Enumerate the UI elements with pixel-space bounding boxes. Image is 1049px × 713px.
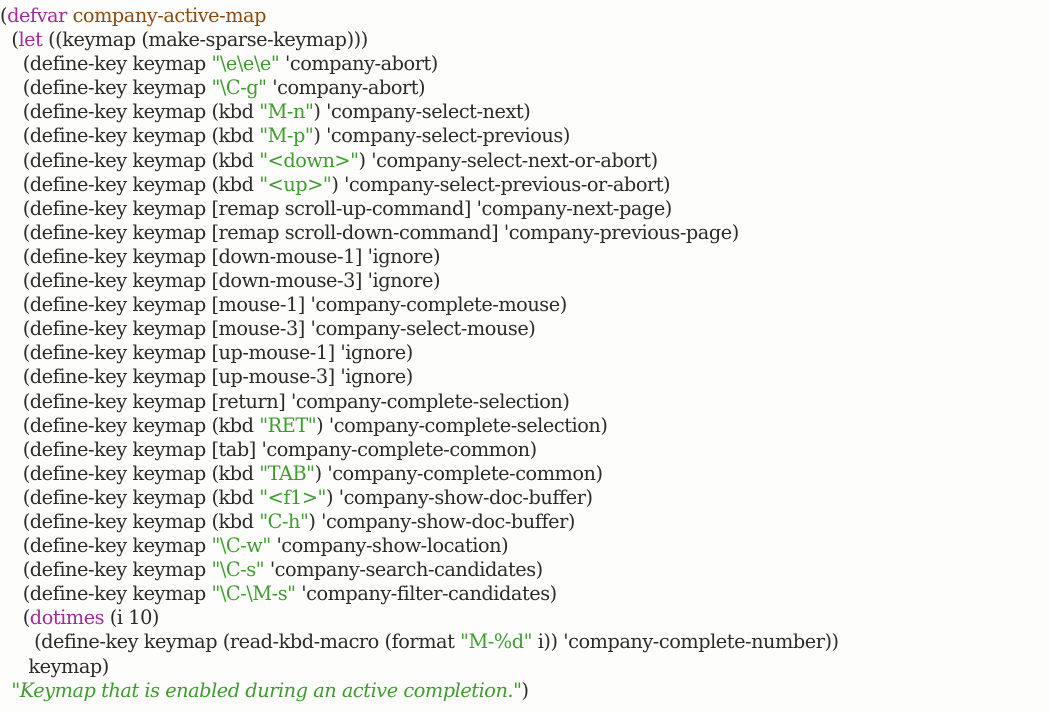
code-token-plain: ) — [521, 678, 530, 702]
code-token-keyword: let — [18, 28, 43, 52]
code-token-plain: (define-key keymap (read-kbd-macro (form… — [0, 630, 461, 654]
code-token-plain: (define-key keymap [mouse-1] 'company-co… — [0, 293, 568, 317]
code-token-string: "M-%d" — [460, 630, 533, 654]
code-token-plain: (define-key keymap [down-mouse-1] 'ignor… — [0, 244, 441, 268]
code-line: (define-key keymap [mouse-3] 'company-se… — [0, 317, 1049, 341]
code-token-string: "M-n" — [259, 100, 314, 124]
code-token-plain: (define-key keymap [down-mouse-3] 'ignor… — [0, 269, 441, 293]
code-line: (define-key keymap [up-mouse-1] 'ignore) — [0, 341, 1049, 365]
code-line: (let ((keymap (make-sparse-keymap))) — [0, 28, 1049, 52]
code-token-plain: (define-key keymap [up-mouse-3] 'ignore) — [0, 365, 414, 389]
code-line: (defvar company-active-map — [0, 4, 1049, 28]
code-line: (define-key keymap [return] 'company-com… — [0, 390, 1049, 414]
code-line: (define-key keymap [down-mouse-3] 'ignor… — [0, 269, 1049, 293]
code-line: (define-key keymap [tab] 'company-comple… — [0, 438, 1049, 462]
code-token-plain: ) 'company-complete-selection) — [316, 413, 608, 437]
code-token-plain: (define-key keymap (kbd — [0, 172, 260, 196]
code-line: (define-key keymap (kbd "<f1>") 'company… — [0, 486, 1049, 510]
code-token-plain: (define-key keymap (kbd — [0, 461, 260, 485]
code-line: (define-key keymap (kbd "C-h") 'company-… — [0, 510, 1049, 534]
code-token-string: "\C-\M-s" — [211, 582, 296, 606]
code-line: (define-key keymap "\C-s" 'company-searc… — [0, 558, 1049, 582]
code-line: (define-key keymap (kbd "<up>") 'company… — [0, 173, 1049, 197]
code-token-plain: (define-key keymap — [0, 558, 212, 582]
code-line: keymap) — [0, 655, 1049, 679]
code-token-keyword: defvar — [7, 4, 67, 27]
code-token-plain: ((keymap (make-sparse-keymap))) — [42, 28, 368, 52]
code-token-plain: 'company-filter-candidates) — [295, 582, 557, 606]
code-line: (define-key keymap (kbd "RET") 'company-… — [0, 414, 1049, 438]
code-token-plain: ) 'company-select-next) — [313, 100, 531, 124]
code-line: (define-key keymap [down-mouse-1] 'ignor… — [0, 245, 1049, 269]
code-line: (define-key keymap (kbd "M-p") 'company-… — [0, 124, 1049, 148]
code-token-string: "TAB" — [259, 461, 315, 485]
code-line: (define-key keymap "\C-\M-s" 'company-fi… — [0, 582, 1049, 606]
code-line: (define-key keymap "\C-g" 'company-abort… — [0, 76, 1049, 100]
code-token-string: "RET" — [259, 413, 317, 437]
code-token-string: "<down>" — [259, 148, 359, 172]
code-token-plain: (define-key keymap — [0, 534, 212, 558]
code-token-plain: (define-key keymap (kbd — [0, 509, 260, 533]
code-token-plain: ( — [0, 28, 19, 52]
code-line: (define-key keymap (kbd "TAB") 'company-… — [0, 462, 1049, 486]
code-token-plain: ) 'company-show-doc-buffer) — [325, 485, 593, 509]
code-token-plain: ) 'company-show-doc-buffer) — [308, 509, 575, 533]
code-line: (define-key keymap "\C-w" 'company-show-… — [0, 534, 1049, 558]
code-token-plain: (define-key keymap (kbd — [0, 485, 260, 509]
code-token-plain: (define-key keymap (kbd — [0, 124, 260, 148]
code-token-plain: ) 'company-select-next-or-abort) — [358, 148, 659, 172]
code-token-plain: (define-key keymap (kbd — [0, 100, 260, 124]
code-token-plain: ) 'company-complete-common) — [314, 461, 603, 485]
code-token-string: "<f1>" — [259, 485, 326, 509]
code-token-plain: (define-key keymap (kbd — [0, 413, 260, 437]
code-token-keyword: dotimes — [29, 606, 105, 630]
code-line: (define-key keymap [up-mouse-3] 'ignore) — [0, 365, 1049, 389]
code-line: (define-key keymap [mouse-1] 'company-co… — [0, 293, 1049, 317]
code-token-plain: 'company-abort) — [279, 52, 438, 76]
code-token-string: "\C-s" — [211, 558, 265, 582]
code-token-plain — [0, 679, 11, 702]
code-token-plain: (define-key keymap [mouse-3] 'company-se… — [0, 317, 536, 341]
code-line: (define-key keymap (kbd "M-n") 'company-… — [0, 100, 1049, 124]
code-token-plain: (define-key keymap — [0, 582, 212, 606]
code-token-plain: (define-key keymap — [0, 76, 212, 100]
code-token-plain: ( — [0, 606, 31, 630]
code-token-string: "M-p" — [259, 124, 314, 148]
code-token-doc: "Keymap that is enabled during an active… — [11, 678, 522, 702]
code-token-plain: (define-key keymap [remap scroll-up-comm… — [0, 196, 673, 220]
code-token-plain: (i 10) — [104, 606, 160, 630]
code-token-plain: (define-key keymap [return] 'company-com… — [0, 389, 570, 413]
code-line: "Keymap that is enabled during an active… — [0, 679, 1049, 703]
code-token-string: "\C-g" — [211, 76, 267, 100]
code-token-plain: i)) 'company-complete-number)) — [532, 630, 839, 654]
code-token-plain: (define-key keymap [tab] 'company-comple… — [0, 437, 537, 461]
code-token-plain: (define-key keymap [up-mouse-1] 'ignore) — [0, 341, 414, 365]
code-token-string: "C-h" — [259, 509, 309, 533]
code-line: (define-key keymap [remap scroll-down-co… — [0, 221, 1049, 245]
code-editor[interactable]: (defvar company-active-map (let ((keymap… — [0, 4, 1049, 709]
code-line: (define-key keymap (read-kbd-macro (form… — [0, 630, 1049, 654]
code-line: (define-key keymap "\e\e\e" 'company-abo… — [0, 52, 1049, 76]
code-token-variable: company-active-map — [72, 4, 267, 27]
code-token-plain: ) 'company-select-previous-or-abort) — [331, 172, 671, 196]
code-token-plain: (define-key keymap [remap scroll-down-co… — [0, 220, 740, 244]
code-token-plain: keymap) — [0, 654, 109, 678]
code-token-string: "\e\e\e" — [211, 52, 280, 76]
code-token-string: "\C-w" — [211, 534, 271, 558]
code-line: (define-key keymap (kbd "<down>") 'compa… — [0, 149, 1049, 173]
code-token-plain: 'company-abort) — [266, 76, 426, 100]
code-line: (define-key keymap [remap scroll-up-comm… — [0, 197, 1049, 221]
code-token-plain: 'company-search-candidates) — [264, 558, 543, 582]
code-token-plain: ( — [0, 4, 8, 27]
code-token-plain: (define-key keymap — [0, 52, 212, 76]
code-token-plain: 'company-show-location) — [270, 534, 509, 558]
code-token-string: "<up>" — [259, 172, 332, 196]
code-line: (dotimes (i 10) — [0, 606, 1049, 630]
code-token-plain: ) 'company-select-previous) — [313, 124, 570, 148]
code-token-plain: (define-key keymap (kbd — [0, 148, 260, 172]
